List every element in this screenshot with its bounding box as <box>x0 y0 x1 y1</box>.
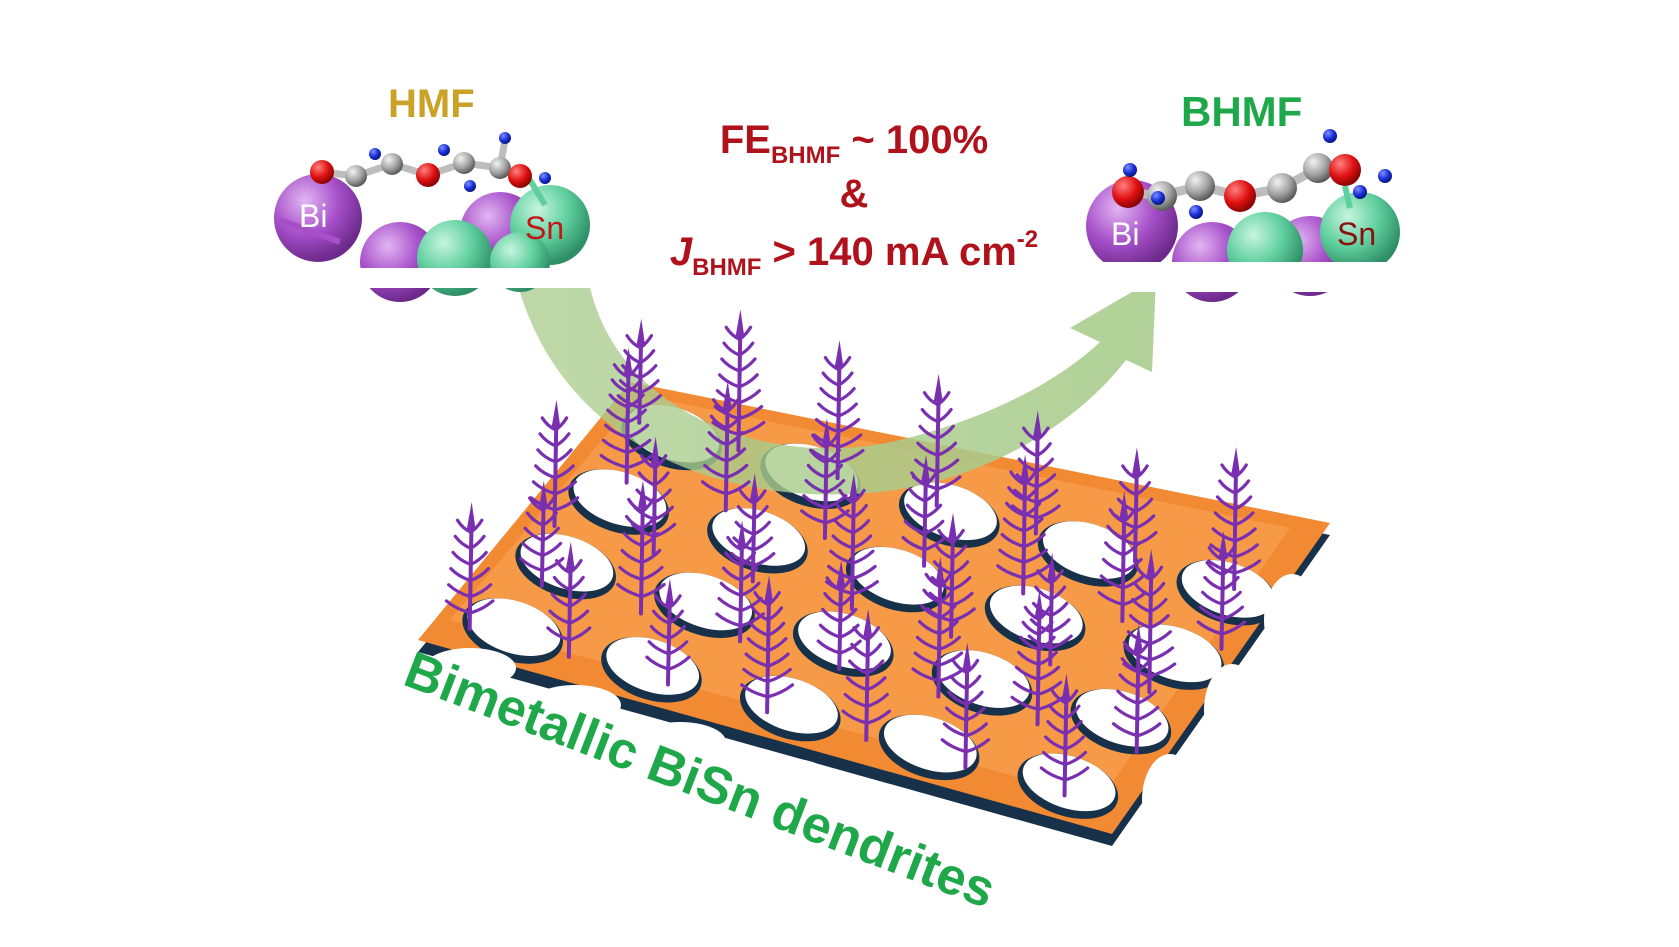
hydrogen-atom <box>1151 191 1165 205</box>
j-exponent: -2 <box>1016 226 1039 253</box>
dendrite <box>940 642 991 770</box>
hydrogen-atom <box>1378 169 1392 183</box>
hydrogen-atom <box>1189 205 1203 219</box>
hydrogen-atom <box>438 144 450 156</box>
fe-subscript: BHMF <box>770 142 841 169</box>
reaction-arrow <box>516 278 1156 495</box>
foam-pore <box>936 650 1030 708</box>
dendrite <box>1039 673 1090 798</box>
carbon-atom <box>1185 171 1215 201</box>
hydrogen-atom <box>1323 129 1337 143</box>
carbon-atom <box>489 157 511 179</box>
dendrite <box>1011 410 1061 536</box>
sn-atom <box>1320 192 1400 272</box>
dendrite <box>1112 447 1158 564</box>
bhmf-adsorption-model <box>1080 129 1420 302</box>
sn-atom-label: Sn <box>525 210 565 246</box>
dendrite <box>740 575 795 715</box>
dendrite <box>711 309 766 453</box>
bi-atom-label: Bi <box>1111 216 1140 252</box>
sn-atom-label: Sn <box>1337 216 1377 252</box>
dendrite <box>700 381 751 513</box>
hydrogen-atom <box>369 148 381 160</box>
oxygen-atom <box>1329 154 1361 186</box>
foam-pore <box>851 546 944 605</box>
fe-value: ~ 100% <box>840 118 989 162</box>
foam-scallops <box>424 574 1320 846</box>
carbon-atom <box>1303 153 1333 183</box>
dendrite <box>996 454 1051 596</box>
dendrite <box>715 520 765 644</box>
dendrite <box>529 399 580 528</box>
dendrite <box>444 502 495 632</box>
dendrite <box>645 578 691 687</box>
carbon-atom <box>345 165 367 187</box>
metrics-connector: & <box>839 172 869 216</box>
foam-substrate <box>418 382 1330 846</box>
hmf-adsorption-model <box>260 132 590 302</box>
j-subscript: BHMF <box>692 254 762 281</box>
oxygen-atom <box>1112 176 1144 208</box>
hydrogen-atom <box>464 180 476 192</box>
dendrite <box>1111 624 1162 755</box>
dendrite <box>519 480 565 588</box>
carbon-atom <box>381 153 403 175</box>
hydrogen-atom <box>1123 163 1137 177</box>
oxygen-atom <box>416 163 440 187</box>
dendrite <box>816 559 862 671</box>
fe-symbol: FE <box>719 118 771 162</box>
dendrite <box>901 454 947 568</box>
foam-pore <box>1022 753 1116 812</box>
carbon-atom <box>453 152 475 174</box>
oxygen-atom <box>310 160 334 184</box>
oxygen-atom <box>1224 180 1256 212</box>
dendrite <box>1010 590 1065 727</box>
foam-pore <box>1042 521 1136 579</box>
dendrite <box>926 512 976 639</box>
dendrite <box>616 480 666 616</box>
dendrite <box>841 608 892 742</box>
bi-atom-label: Bi <box>299 198 328 234</box>
dendrite <box>1196 530 1247 651</box>
hydrogen-atom <box>1353 185 1367 199</box>
oxygen-atom <box>508 164 532 188</box>
foam-pore <box>659 572 753 631</box>
j-value: > 140 mA cm <box>761 230 1017 274</box>
dendrite <box>546 541 592 659</box>
dendrite <box>800 418 850 541</box>
bhmf-label: BHMF <box>1181 88 1303 135</box>
foam-pore <box>1181 560 1275 618</box>
dendrite <box>824 473 879 612</box>
dendrite <box>616 318 662 425</box>
hydrogen-atom <box>499 132 511 144</box>
hydrogen-atom <box>539 172 551 184</box>
dendrite <box>1097 491 1148 624</box>
foam-pore <box>467 598 561 656</box>
dendrite <box>599 347 654 485</box>
j-symbol: J <box>669 230 693 274</box>
hmf-label: HMF <box>388 82 475 126</box>
carbon-atom <box>1267 173 1297 203</box>
current-density-metric: JBHMF > 140 mA cm-2 <box>554 226 1154 282</box>
dendrite <box>1207 446 1262 591</box>
faradaic-efficiency-metric: FEBHMF ~ 100% <box>554 118 1154 170</box>
bisn-dendrites <box>444 309 1262 798</box>
